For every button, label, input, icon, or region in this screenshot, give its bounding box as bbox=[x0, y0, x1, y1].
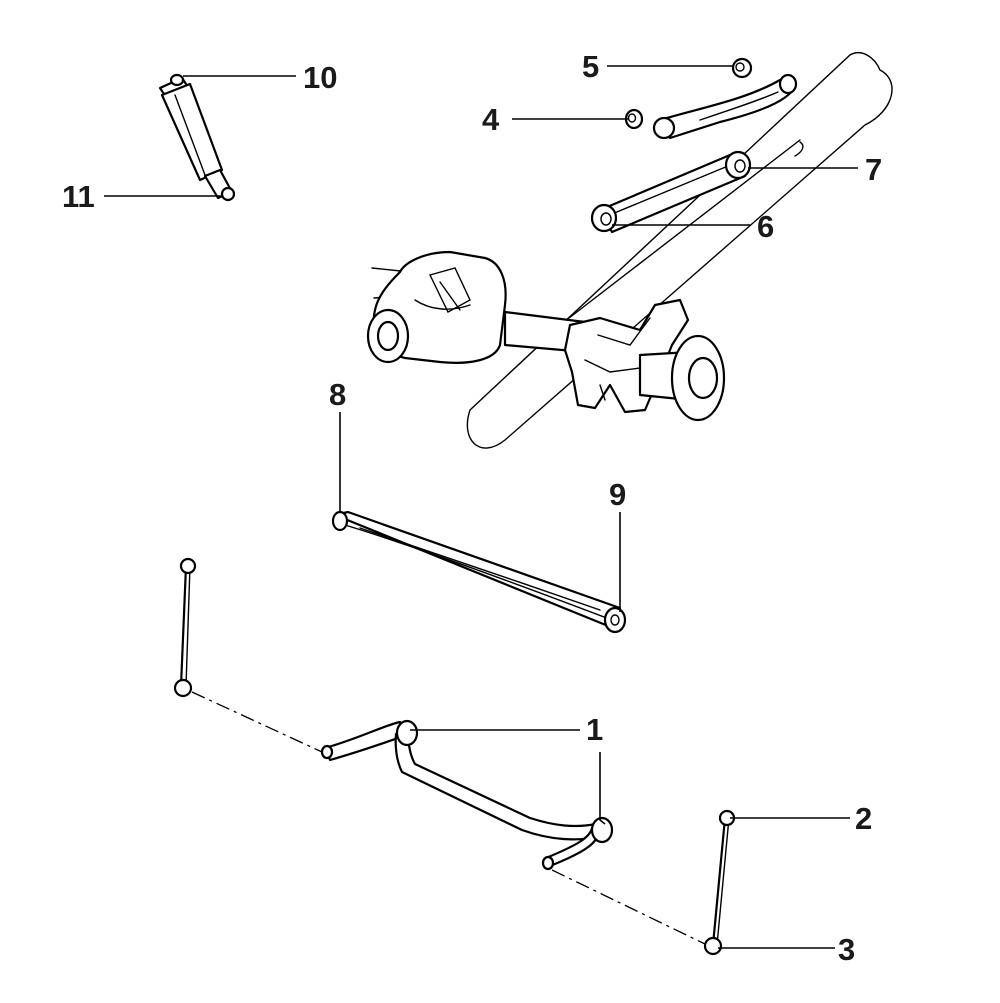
bushing-part-5 bbox=[731, 57, 753, 79]
callout-7: 7 bbox=[865, 152, 882, 187]
callout-10: 10 bbox=[303, 60, 337, 95]
callout-9: 9 bbox=[609, 477, 626, 512]
callout-labels: 1 2 3 4 5 6 7 8 9 10 11 bbox=[62, 49, 882, 967]
callout-4: 4 bbox=[482, 102, 500, 137]
leader-lines bbox=[104, 65, 858, 949]
callout-3: 3 bbox=[838, 932, 855, 967]
reference-outline bbox=[466, 52, 893, 449]
callout-11: 11 bbox=[62, 179, 95, 214]
anti-roll-bar bbox=[320, 719, 614, 871]
bushing-part-4 bbox=[624, 108, 644, 130]
upper-link-arm bbox=[652, 73, 798, 140]
callout-6: 6 bbox=[757, 209, 774, 244]
callout-5: 5 bbox=[582, 49, 599, 84]
drop-link-left bbox=[173, 557, 197, 698]
callout-1: 1 bbox=[586, 712, 603, 747]
lower-link-arm bbox=[590, 150, 752, 234]
assembly-centerlines bbox=[191, 691, 706, 945]
callout-8: 8 bbox=[329, 377, 346, 412]
leader-1b bbox=[599, 752, 606, 825]
shock-absorber bbox=[158, 73, 236, 202]
callout-2: 2 bbox=[855, 801, 872, 836]
rear-axle-assembly bbox=[366, 250, 726, 422]
drop-link-right bbox=[703, 809, 736, 956]
leaf-spring-bar bbox=[331, 510, 627, 634]
